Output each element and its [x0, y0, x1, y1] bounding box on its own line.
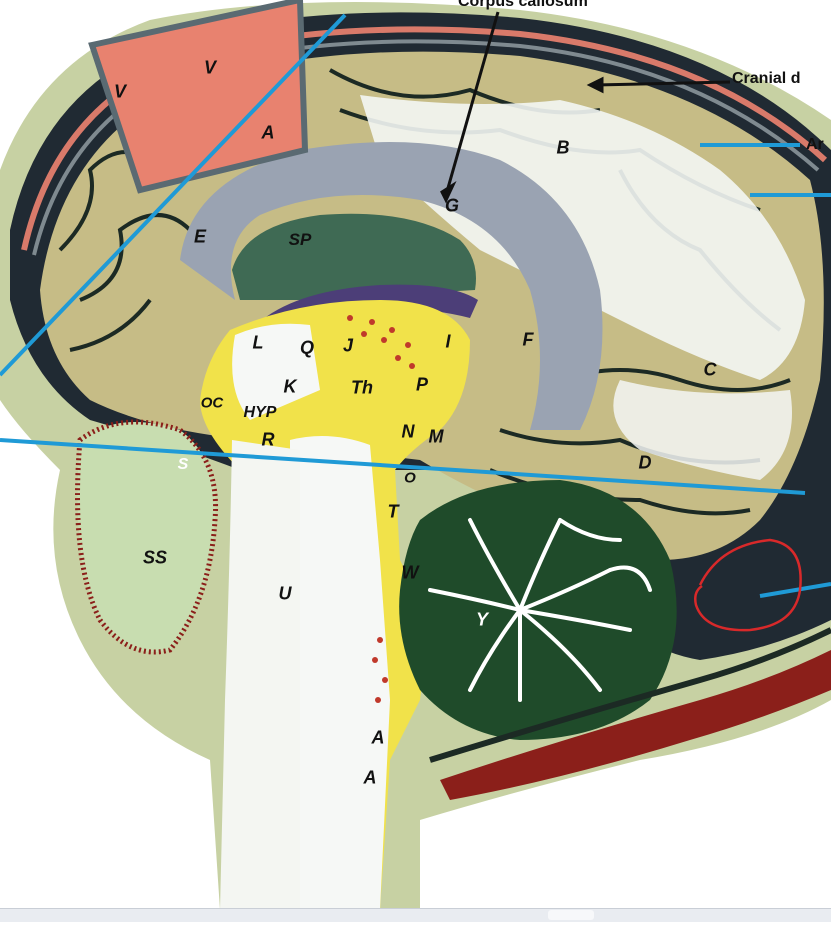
label-s: S — [177, 456, 189, 473]
label-n: N — [401, 421, 415, 442]
label-y: Y — [475, 609, 489, 630]
callout-cranial: Cranial d — [732, 70, 801, 87]
label-a-top: A — [261, 122, 275, 143]
scalp-section — [88, 0, 309, 194]
label-th: Th — [351, 377, 373, 398]
viewer-bottom-bar — [0, 908, 831, 922]
label-v2: V — [203, 57, 217, 78]
label-g: G — [444, 195, 460, 216]
label-p: P — [415, 374, 429, 395]
label-sp: SP — [288, 230, 312, 249]
callout-corpus-callosum: Corpus callosum — [458, 0, 588, 10]
label-o: O — [404, 469, 416, 487]
label-k: K — [283, 376, 297, 397]
label-oc: OC — [200, 394, 224, 412]
label-c: C — [703, 359, 717, 380]
label-a-low1: A — [371, 727, 385, 748]
label-ss: SS — [142, 547, 168, 568]
label-w: W — [401, 562, 419, 583]
label-hyp: HYP — [243, 404, 277, 421]
label-i: I — [445, 331, 451, 352]
label-b: B — [556, 137, 570, 158]
fornix — [262, 284, 478, 335]
sphenoid-sinus — [77, 422, 216, 652]
label-q: Q — [299, 337, 315, 358]
label-d: D — [638, 452, 652, 473]
label-f: F — [522, 329, 534, 350]
black-pointers — [440, 11, 731, 204]
viewer-tab[interactable] — [548, 910, 594, 920]
label-l: L — [252, 332, 264, 353]
label-u: U — [278, 583, 292, 604]
choroid-dots — [347, 315, 415, 703]
label-a-low2: A — [363, 767, 377, 788]
cerebellum — [399, 480, 677, 740]
callout-ar: Ar — [806, 136, 824, 153]
corpus-callosum — [180, 142, 603, 430]
label-m: M — [428, 426, 444, 447]
label-e: E — [193, 226, 207, 247]
brainstem — [220, 440, 300, 910]
pointer-lines — [0, 13, 831, 598]
label-v1: V — [113, 81, 127, 102]
label-j: J — [342, 335, 354, 356]
arbor-vitae — [428, 518, 652, 702]
septum-pellucidum — [232, 213, 476, 300]
label-r: R — [261, 429, 275, 450]
annotation-circle — [694, 538, 802, 632]
label-t: T — [387, 501, 399, 522]
